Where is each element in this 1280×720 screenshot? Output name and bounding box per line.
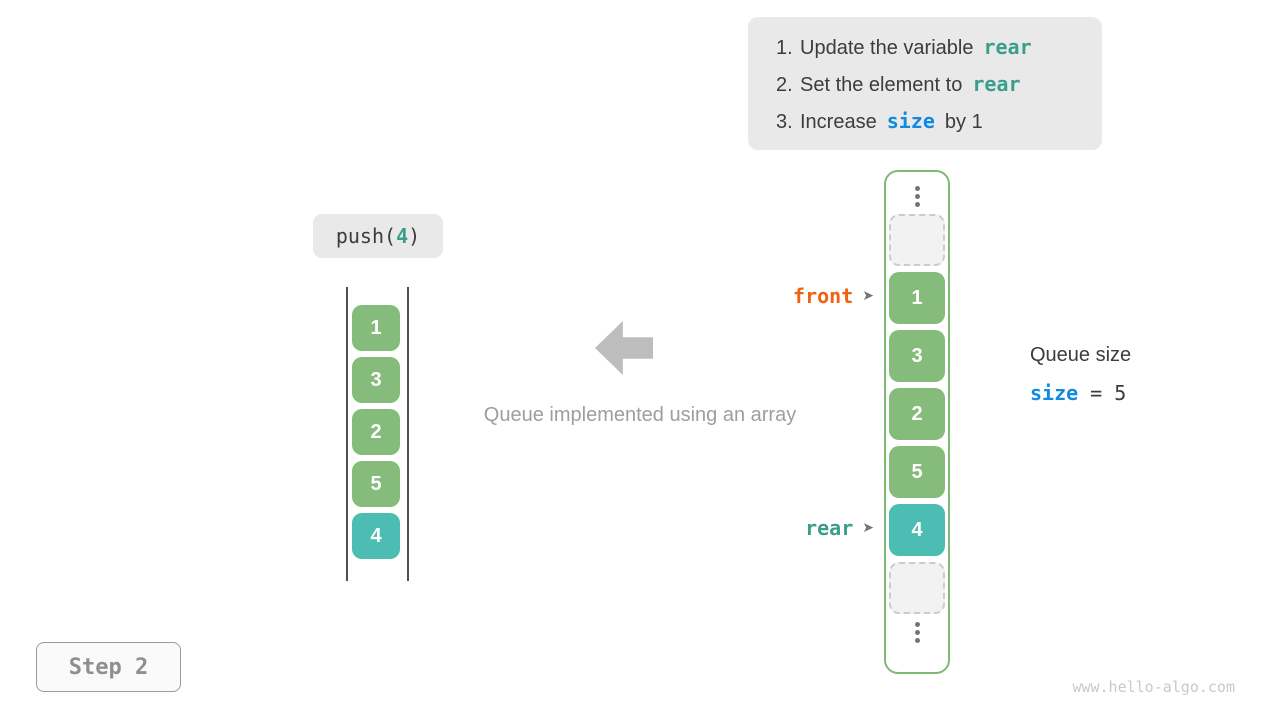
step-item-3: 3. Increase size by 1 (776, 109, 1082, 135)
queue-stack-cells: 1 3 2 5 4 (352, 305, 400, 559)
queue-wall-left (346, 287, 348, 581)
code-token-rear: rear (972, 72, 1021, 96)
steps-panel: 1. Update the variable rear 2. Set the e… (748, 17, 1102, 150)
array-cell-rear: 4 (889, 504, 945, 556)
push-argument: 4 (396, 224, 409, 248)
array-container: 1 3 2 5 4 (884, 170, 950, 674)
ellipsis-dots-icon (914, 184, 920, 208)
array-cell: 3 (889, 330, 945, 382)
queue-size-value-line: size = 5 (1030, 381, 1131, 405)
array-cell: 5 (889, 446, 945, 498)
queue-size-title: Queue size (1030, 344, 1132, 366)
queue-cell: 3 (352, 357, 400, 403)
queue-cell: 1 (352, 305, 400, 351)
push-suffix: ) (408, 224, 421, 248)
dot (914, 621, 920, 627)
step-text: Set the element to (800, 74, 963, 96)
step-item-2: 2. Set the element to rear (776, 72, 1082, 98)
left-arrow-icon (595, 321, 653, 375)
array-empty-cell (889, 214, 945, 266)
equals-sign: = (1090, 381, 1103, 405)
code-token-size: size (886, 109, 935, 133)
array-empty-cell (889, 562, 945, 614)
code-token-rear: rear (983, 35, 1032, 59)
step-text: Update the variable (800, 37, 974, 59)
watermark: www.hello-algo.com (1072, 678, 1235, 696)
pointer-arrow-icon: ➤ (862, 520, 874, 536)
front-pointer: front ➤ (756, 282, 874, 310)
dot (914, 201, 920, 207)
array-cell: 2 (889, 388, 945, 440)
queue-cell: 2 (352, 409, 400, 455)
size-variable: size (1030, 381, 1079, 405)
push-prefix: push( (335, 224, 397, 248)
queue-cell: 5 (352, 461, 400, 507)
dot (914, 629, 920, 635)
rear-pointer: rear ➤ (756, 514, 874, 542)
size-value: 5 (1114, 381, 1127, 405)
dot (914, 637, 920, 643)
step-item-1: 1. Update the variable rear (776, 35, 1082, 61)
step-text-post: by 1 (944, 111, 983, 133)
step-badge: Step 2 (36, 642, 181, 692)
dot (914, 185, 920, 191)
rear-pointer-label: rear (805, 516, 854, 540)
ellipsis-dots-icon (914, 620, 920, 644)
queue-size-block: Queue size size = 5 (1030, 344, 1131, 405)
queue-cell-pushed: 4 (352, 513, 400, 559)
push-operation-label: push(4) (313, 214, 443, 258)
front-pointer-label: front (793, 284, 854, 308)
step-number: 3. (776, 111, 793, 133)
step-number: 2. (776, 74, 793, 96)
pointer-arrow-icon: ➤ (862, 288, 874, 304)
array-cell-front: 1 (889, 272, 945, 324)
step-text: Increase (800, 111, 877, 133)
queue-stack-view: 1 3 2 5 4 (346, 287, 409, 581)
diagram-caption: Queue implemented using an array (483, 404, 797, 426)
queue-wall-right (407, 287, 409, 581)
dot (914, 193, 920, 199)
step-number: 1. (776, 37, 793, 59)
